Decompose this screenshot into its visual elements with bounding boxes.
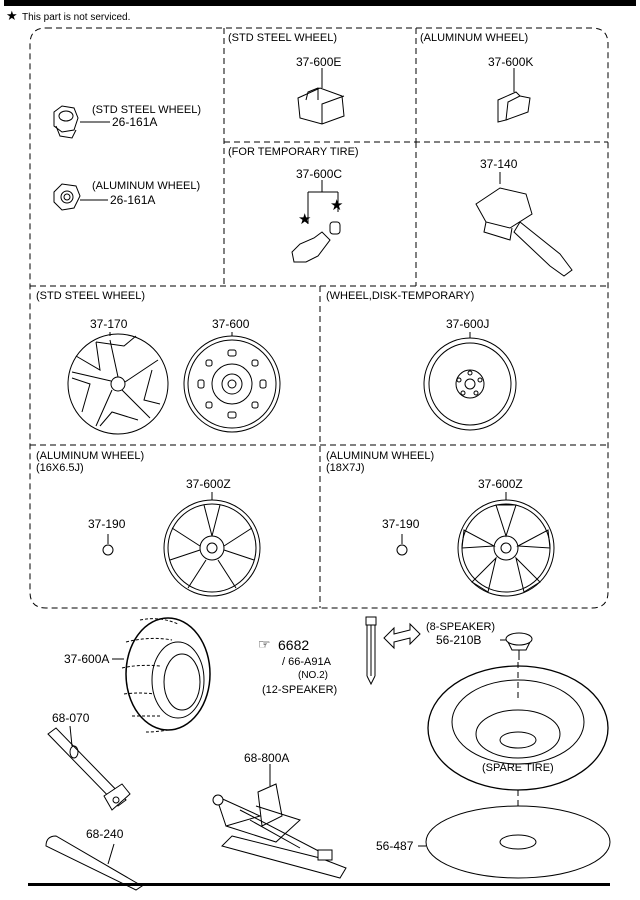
note-text: This part is not serviced.	[22, 12, 131, 23]
part-56-210B[interactable]: 56-210B	[436, 633, 482, 647]
part-37-600K[interactable]: 37-600K	[488, 55, 534, 69]
top-rule	[4, 0, 636, 6]
reference-hand-icon: ☞	[258, 636, 271, 652]
alloy-wheel-18	[457, 492, 555, 597]
part-68-240[interactable]: 68-240	[86, 827, 124, 841]
part-56-487[interactable]: 56-487	[376, 839, 414, 853]
part-37-170[interactable]: 37-170	[90, 317, 128, 331]
label-std-steel-wheel-1: (STD STEEL WHEEL)	[228, 32, 337, 44]
part-37-600A[interactable]: 37-600A	[64, 652, 110, 666]
label-no2: (NO.2)	[298, 670, 328, 681]
center-ornament-16	[102, 544, 114, 556]
part-26-161A-aluminum[interactable]: 26-161A	[110, 193, 156, 207]
part-37-140[interactable]: 37-140	[480, 157, 518, 171]
jack-handle	[45, 835, 143, 891]
speaker-bolt	[365, 616, 377, 686]
part-37-190-18[interactable]: 37-190	[382, 517, 420, 531]
label-aluminum-wheel-16: (ALUMINUM WHEEL)	[36, 450, 145, 462]
lug-wrench	[47, 725, 131, 811]
label-aluminum-wheel-18: (ALUMINUM WHEEL)	[326, 450, 435, 462]
lug-nut-aluminum	[53, 183, 108, 211]
alloy-wheel-16	[163, 492, 261, 597]
tpms-sensor	[475, 172, 573, 277]
interchange-arrow	[383, 622, 421, 650]
part-37-600E[interactable]: 37-600E	[296, 55, 342, 69]
part-37-600C[interactable]: 37-600C	[296, 167, 343, 181]
tire	[112, 617, 211, 733]
ref-66-A91A[interactable]: / 66-A91A	[282, 656, 331, 668]
label-nut-steel: (STD STEEL WHEEL)	[92, 104, 201, 116]
tire-cover	[418, 805, 611, 879]
label-12-speaker: (12-SPEAKER)	[262, 684, 338, 696]
label-nut-aluminum: (ALUMINUM WHEEL)	[92, 180, 201, 192]
label-size-16: (16X6.5J)	[36, 462, 84, 474]
valve-temporary	[291, 180, 341, 263]
star-icon-valve-2: ★	[330, 197, 344, 214]
bottom-rule	[28, 883, 610, 886]
label-size-18: (18X7J)	[326, 462, 365, 474]
part-37-600J[interactable]: 37-600J	[446, 317, 490, 331]
lug-nut-steel	[53, 105, 110, 139]
label-wheel-disk-temporary: (WHEEL,DISK-TEMPORARY)	[326, 290, 475, 302]
balance-weight-aluminum	[497, 68, 531, 123]
part-37-600Z-18[interactable]: 37-600Z	[478, 477, 523, 491]
temporary-wheel	[423, 332, 517, 431]
center-ornament-18	[396, 544, 408, 556]
label-8-speaker: (8-SPEAKER)	[426, 621, 496, 633]
label-for-temporary-tire: (FOR TEMPORARY TIRE)	[228, 146, 359, 158]
star-icon: ★	[6, 8, 18, 23]
part-37-600Z-16[interactable]: 37-600Z	[186, 477, 231, 491]
steel-wheel	[183, 332, 281, 433]
part-68-800A[interactable]: 68-800A	[244, 751, 290, 765]
star-icon-valve-1: ★	[298, 211, 312, 228]
part-68-070[interactable]: 68-070	[52, 711, 90, 725]
ref-6682[interactable]: 6682	[278, 637, 310, 653]
spare-tire-drawing	[427, 662, 609, 812]
label-std-steel-wheel-2: (STD STEEL WHEEL)	[36, 290, 145, 302]
part-37-190-16[interactable]: 37-190	[88, 517, 126, 531]
scissor-jack	[212, 764, 347, 879]
part-37-600[interactable]: 37-600	[212, 317, 250, 331]
label-aluminum-wheel-1: (ALUMINUM WHEEL)	[420, 32, 529, 44]
balance-weight-steel	[297, 68, 345, 125]
part-26-161A-steel[interactable]: 26-161A	[112, 115, 158, 129]
label-spare-tire: (SPARE TIRE)	[482, 762, 554, 774]
wheel-cover	[67, 332, 169, 435]
spare-tire-knob	[500, 632, 533, 660]
